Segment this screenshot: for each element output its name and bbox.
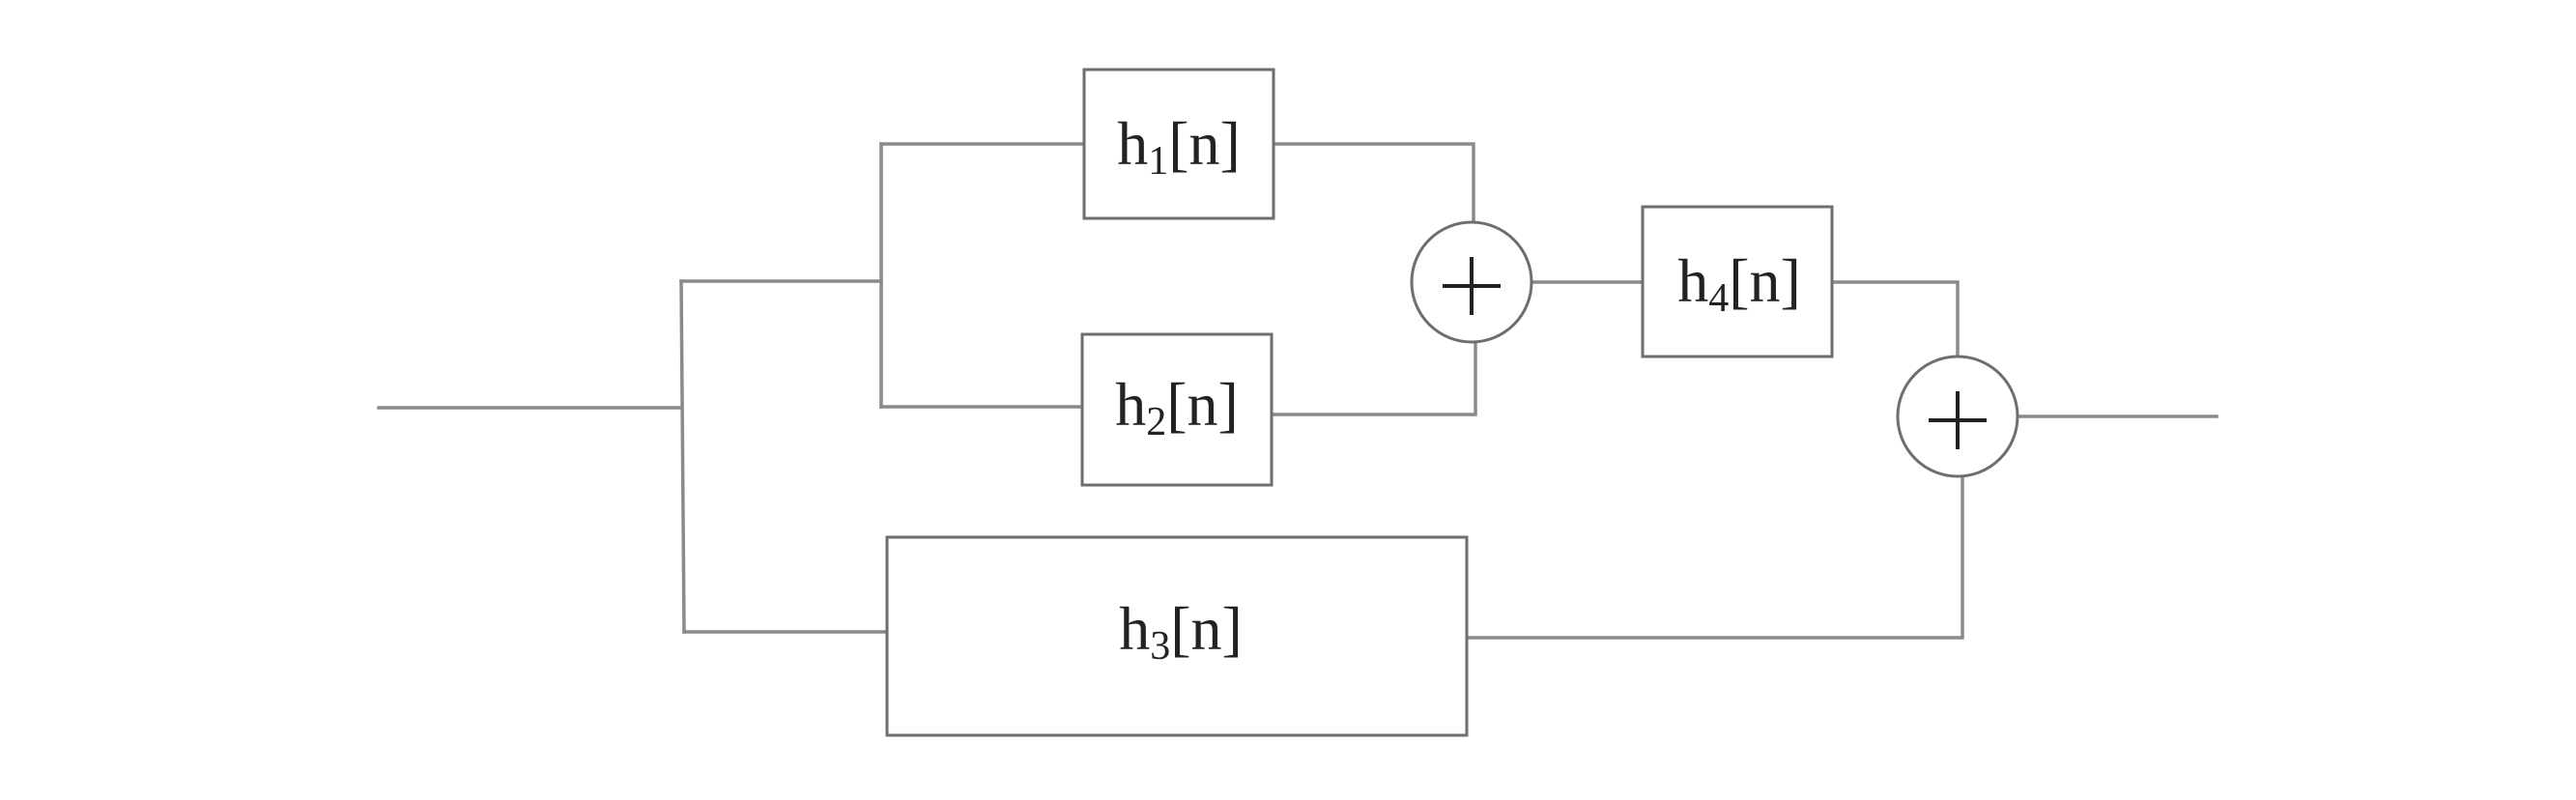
block-h1: h1[n] [1082,68,1275,220]
branch-trunk-1 [679,279,686,634]
block-h3: h3[n] [885,535,1469,737]
block-h4: h4[n] [1641,205,1834,358]
block-h2-label: h2[n] [1115,370,1239,444]
h3-output-wire [1465,474,1964,640]
summing-junction-2 [1896,355,2019,478]
h2-output-wire [1270,340,1477,416]
block-h1-label: h1[n] [1117,109,1241,184]
h4-output-wire [1830,280,1960,356]
block-h2: h2[n] [1080,332,1274,487]
summing-junction-1 [1410,220,1533,344]
h1-output-wire [1272,142,1475,223]
block-h3-label: h3[n] [1119,594,1243,669]
block-h4-label: h4[n] [1677,246,1801,321]
